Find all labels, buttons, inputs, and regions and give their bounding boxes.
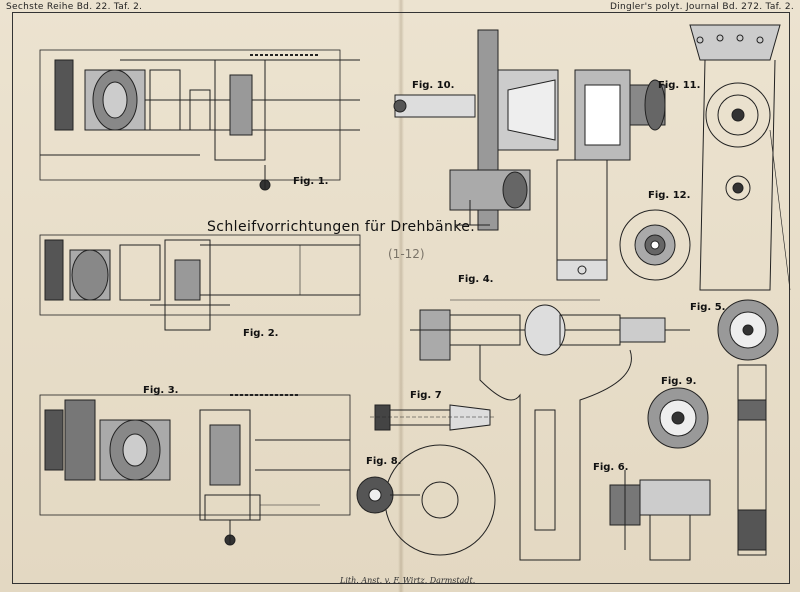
plate-frame <box>12 12 790 584</box>
fig5-drawing <box>717 299 779 556</box>
fig3-drawing <box>39 394 351 546</box>
fig3-label: Fig. 3. <box>143 385 179 396</box>
fig6-label: Fig. 6. <box>593 462 629 473</box>
fig12-label: Fig. 12. <box>648 190 691 201</box>
fig9-drawing <box>647 387 709 449</box>
page-fold <box>398 0 404 592</box>
plate-title: Schleifvorrichtungen für Drehbänke. <box>207 219 476 235</box>
fig8-label: Fig. 8. <box>366 456 402 467</box>
fig-c-bracket <box>556 159 608 281</box>
fig5-label: Fig. 5. <box>690 302 726 313</box>
fig1-drawing <box>39 49 360 191</box>
fig7-drawing <box>370 404 495 431</box>
pencil-annotation: (1-12) <box>388 247 425 261</box>
fig11-label: Fig. 11. <box>658 80 701 91</box>
fig2-label: Fig. 2. <box>243 328 279 339</box>
fig12-drawing <box>619 209 691 281</box>
fig2-drawing <box>39 234 361 331</box>
fig10-label: Fig. 10. <box>412 80 455 91</box>
header-left: Sechste Reihe Bd. 22. Taf. 2. <box>6 2 143 12</box>
fig4-label: Fig. 4. <box>458 274 494 285</box>
printer-credit: Lith. Anst. v. F. Wirtz, Darmstadt. <box>340 576 476 585</box>
fig11-drawing <box>689 24 791 291</box>
fig6-drawing <box>609 470 711 561</box>
fig4-drawing <box>410 299 690 561</box>
fig8-drawing <box>356 444 496 556</box>
fig1-label: Fig. 1. <box>293 176 329 187</box>
fig9-label: Fig. 9. <box>661 376 697 387</box>
header-right: Dingler's polyt. Journal Bd. 272. Taf. 2… <box>609 2 794 12</box>
fig10-drawing <box>393 29 666 231</box>
fig7-label: Fig. 7 <box>410 390 442 401</box>
